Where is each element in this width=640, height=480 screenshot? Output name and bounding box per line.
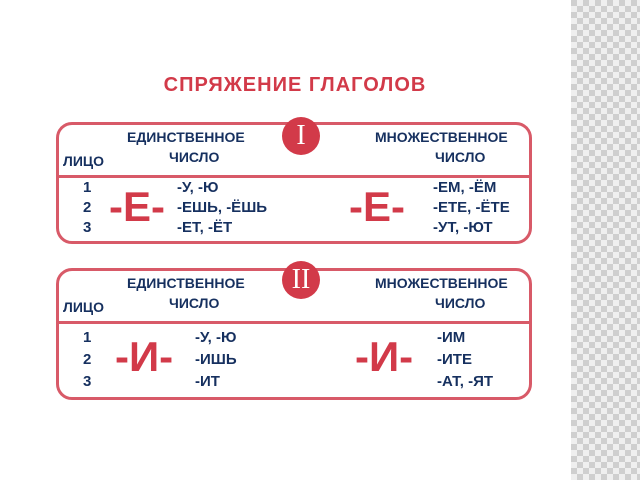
- singular-ending: -У, -Ю: [195, 329, 237, 346]
- person-label: ЛИЦО: [63, 153, 105, 169]
- singular-header: ЕДИНСТВЕННОЕ: [127, 275, 245, 291]
- person-number: 3: [83, 373, 92, 390]
- plural-vowel: -Е-: [349, 183, 405, 230]
- page-title: СПРЯЖЕНИЕ ГЛАГОЛОВ: [163, 74, 427, 96]
- checkerboard-background: [571, 0, 640, 480]
- person-number: 1: [83, 179, 92, 196]
- singular-header-sub: ЧИСЛО: [169, 295, 220, 311]
- plural-ending: -УТ, -ЮТ: [433, 219, 493, 236]
- singular-ending: -ЕШЬ, -ЁШЬ: [177, 199, 268, 216]
- person-number: 2: [83, 199, 92, 216]
- plural-ending: -ИМ: [437, 329, 466, 346]
- person-number: 3: [83, 219, 92, 236]
- plural-header: МНОЖЕСТВЕННОЕ: [375, 275, 508, 291]
- roman-numeral-badge: II: [282, 261, 320, 299]
- singular-vowel: -И-: [115, 333, 174, 380]
- panel-divider: [59, 175, 529, 178]
- singular-vowel: -Е-: [109, 183, 165, 230]
- singular-header: ЕДИНСТВЕННОЕ: [127, 129, 245, 145]
- plural-vowel: -И-: [355, 333, 414, 380]
- singular-header-sub: ЧИСЛО: [169, 149, 220, 165]
- plural-header: МНОЖЕСТВЕННОЕ: [375, 129, 508, 145]
- plural-ending: -ЕТЕ, -ЁТЕ: [433, 199, 510, 216]
- roman-numeral-badge: I: [282, 117, 320, 155]
- person-number: 2: [83, 351, 92, 368]
- plural-ending: -ЕМ, -ЁМ: [433, 179, 497, 196]
- plural-ending: -ИТЕ: [437, 351, 472, 368]
- singular-ending: -У, -Ю: [177, 179, 219, 196]
- singular-ending: -ИШЬ: [195, 351, 237, 368]
- person-label: ЛИЦО: [63, 299, 105, 315]
- singular-ending: -ЕТ, -ЁТ: [177, 219, 233, 236]
- plural-ending: -АТ, -ЯТ: [437, 373, 494, 390]
- conjugation-table-card: СПРЯЖЕНИЕ ГЛАГОЛОВ I ЛИЦО ЕДИНСТВЕННОЕ Ч…: [46, 66, 544, 412]
- plural-header-sub: ЧИСЛО: [435, 149, 486, 165]
- panel-divider: [59, 321, 529, 324]
- person-number: 1: [83, 329, 92, 346]
- conjugation-panel-1: I ЛИЦО ЕДИНСТВЕННОЕ ЧИСЛО МНОЖЕСТВЕННОЕ …: [56, 117, 532, 244]
- singular-ending: -ИТ: [195, 373, 220, 390]
- conjugation-panel-2: II ЛИЦО ЕДИНСТВЕННОЕ ЧИСЛО МНОЖЕСТВЕННОЕ…: [56, 261, 532, 400]
- plural-header-sub: ЧИСЛО: [435, 295, 486, 311]
